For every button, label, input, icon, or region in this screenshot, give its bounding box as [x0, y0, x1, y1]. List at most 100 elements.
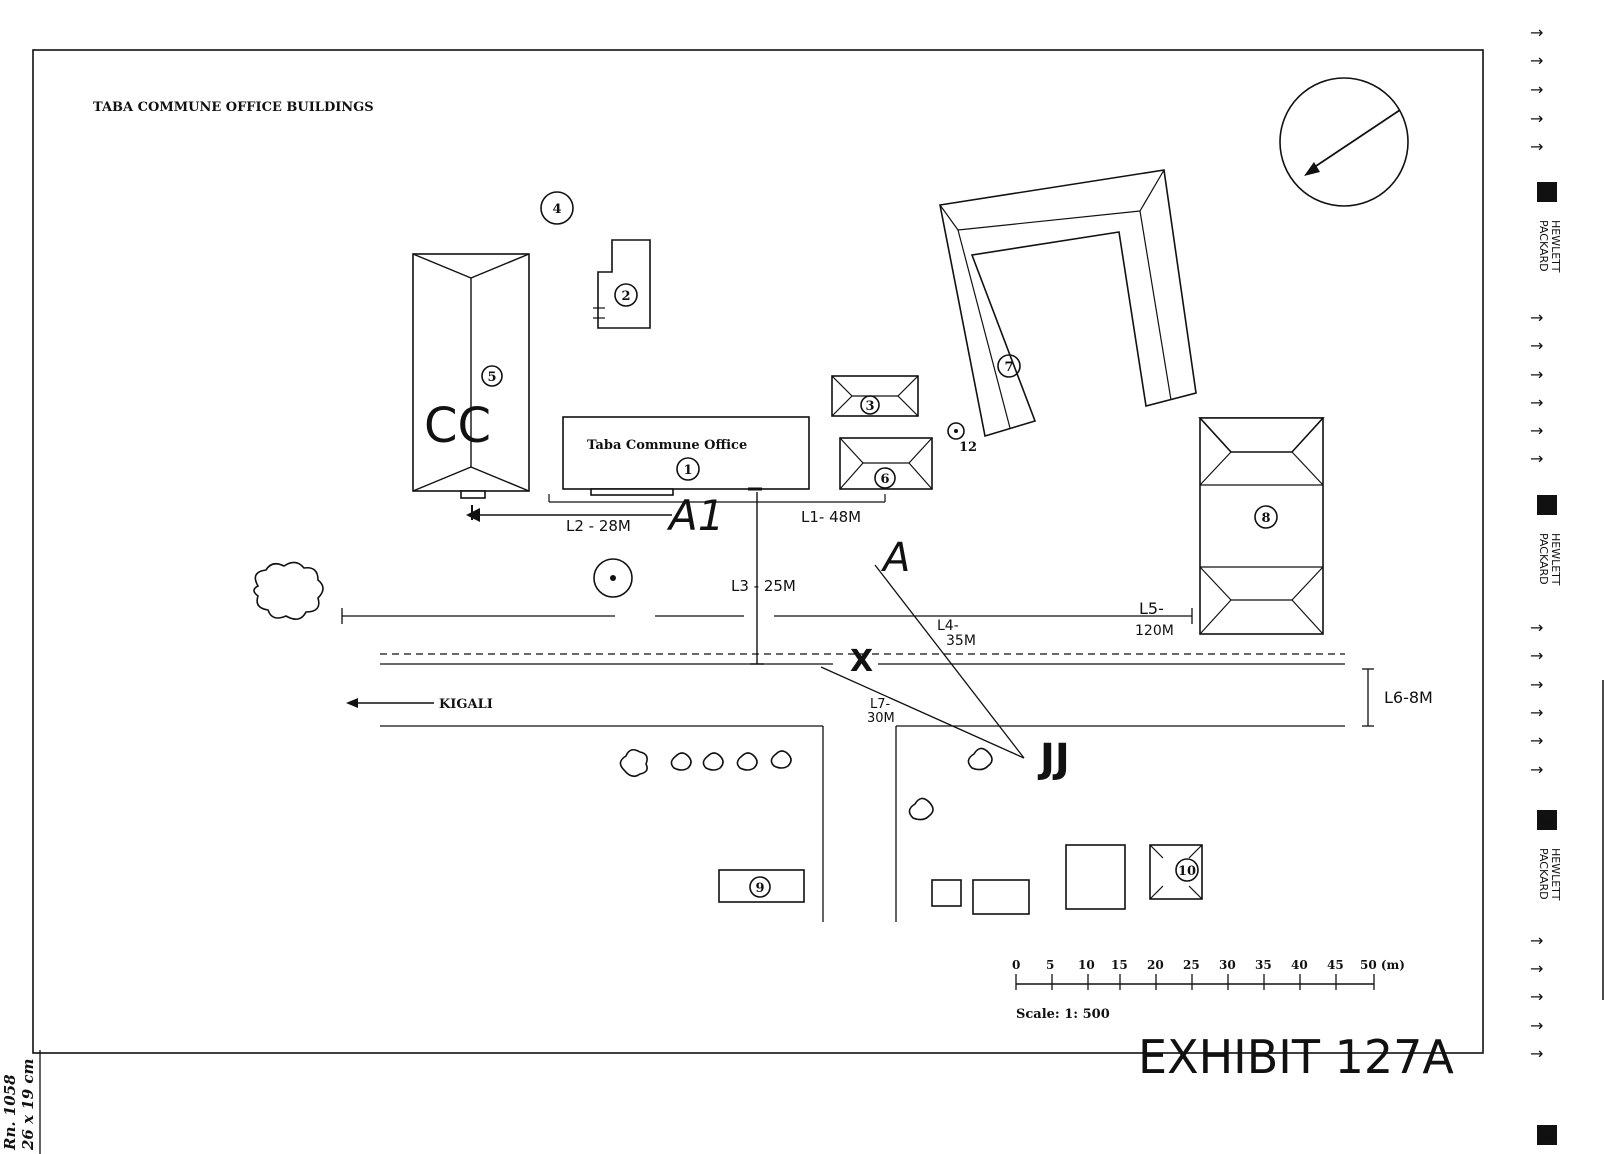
small-building-c: [1065, 844, 1126, 910]
svg-text:PACKARD: PACKARD: [1537, 533, 1550, 585]
svg-text:→: →: [1530, 51, 1543, 70]
hp-logo-icon-1: hp: [1537, 182, 1557, 202]
building-3: 3: [831, 375, 919, 417]
svg-text:→: →: [1530, 703, 1543, 722]
l5-label-a: L5-: [1139, 599, 1164, 618]
svg-text:L3 - 25M: L3 - 25M: [731, 577, 796, 595]
svg-text:35: 35: [1255, 958, 1272, 972]
annotation-jj: JJ: [1037, 736, 1070, 782]
svg-text:→: →: [1530, 449, 1543, 468]
svg-text:25: 25: [1183, 958, 1200, 972]
svg-text:Rn. 1058: Rn. 1058: [1, 1074, 19, 1151]
svg-text:→: →: [1530, 931, 1543, 950]
hp-logo-icon-2: hp: [1537, 495, 1557, 515]
svg-text:5: 5: [487, 370, 496, 385]
building-9: 9: [718, 869, 805, 903]
building-4-marker: 4: [540, 191, 574, 225]
svg-text:→: →: [1530, 137, 1543, 156]
annotation-a1: A1: [666, 491, 724, 540]
svg-text:→: →: [1530, 393, 1543, 412]
line-l7: L7- 30M: [820, 666, 1025, 759]
svg-text:→: →: [1530, 1016, 1543, 1035]
svg-text:L1- 48M: L1- 48M: [801, 508, 861, 526]
building-1-commune-office: Taba Commune Office 1: [562, 416, 810, 496]
line-l6: L6-8M: [1362, 668, 1433, 727]
building-2: 2: [593, 239, 651, 329]
svg-text:1: 1: [683, 463, 692, 478]
svg-text:→: →: [1530, 675, 1543, 694]
svg-text:50 (m): 50 (m): [1360, 958, 1405, 972]
svg-text:3: 3: [865, 399, 874, 414]
svg-text:L7-: L7-: [870, 697, 891, 712]
svg-text:→: →: [1530, 336, 1543, 355]
svg-text:→: →: [1530, 365, 1543, 384]
building-7: 7: [939, 169, 1197, 438]
svg-text:hp: hp: [1540, 1130, 1554, 1143]
margin-note: Rn. 1058 26 x 19 cm: [1, 1059, 37, 1151]
svg-text:20: 20: [1147, 958, 1164, 972]
line-l4: L4- 35M: [874, 564, 1025, 759]
svg-text:30M: 30M: [867, 711, 895, 726]
marker-12: 12: [947, 422, 977, 455]
svg-text:10: 10: [1078, 958, 1095, 972]
svg-text:L2 - 28M: L2 - 28M: [566, 517, 631, 535]
line-l3: L3 - 25M: [731, 492, 796, 665]
svg-text:→: →: [1530, 421, 1543, 440]
scale-bar: 0 5 10 15 20 25 30 35 40 45 50 (m) Scale…: [1012, 958, 1405, 1022]
svg-text:→: →: [1530, 959, 1543, 978]
kigali-direction-arrow: KIGALI: [346, 697, 493, 712]
svg-text:hp: hp: [1540, 815, 1554, 828]
office-label: Taba Commune Office: [587, 438, 747, 453]
map-title: TABA COMMUNE OFFICE BUILDINGS: [93, 100, 374, 115]
svg-text:→: →: [1530, 760, 1543, 779]
small-building-a: [931, 879, 962, 907]
building-10: 10: [1149, 844, 1203, 900]
svg-text:15: 15: [1111, 958, 1128, 972]
svg-text:35M: 35M: [946, 633, 976, 649]
svg-text:HEWLETT: HEWLETT: [1549, 220, 1562, 273]
tree-row: [619, 747, 993, 821]
exhibit-label: EXHIBIT 127A: [1138, 1030, 1454, 1084]
svg-text:→: →: [1530, 646, 1543, 665]
svg-text:26 x 19 cm: 26 x 19 cm: [19, 1059, 37, 1151]
svg-text:40: 40: [1291, 958, 1308, 972]
right-margin-strip: → → → → → hp HEWLETT PACKARD → → → → → →…: [1530, 23, 1604, 1145]
hp-logo-icon-3: hp: [1537, 810, 1557, 830]
svg-text:PACKARD: PACKARD: [1537, 220, 1550, 272]
svg-text:hp: hp: [1540, 500, 1554, 513]
svg-text:6: 6: [880, 472, 889, 487]
small-building-b: [972, 879, 1030, 915]
svg-text:HEWLETT: HEWLETT: [1549, 533, 1562, 586]
line-l2: L2 - 28M: [466, 505, 672, 535]
svg-text:PACKARD: PACKARD: [1537, 848, 1550, 900]
svg-text:5: 5: [1046, 958, 1054, 972]
svg-text:→: →: [1530, 987, 1543, 1006]
svg-text:→: →: [1530, 109, 1543, 128]
svg-text:HEWLETT: HEWLETT: [1549, 848, 1562, 901]
annotation-cc: CC: [424, 398, 491, 454]
svg-text:45: 45: [1327, 958, 1344, 972]
svg-text:→: →: [1530, 80, 1543, 99]
kigali-label: KIGALI: [439, 697, 493, 712]
svg-text:30: 30: [1219, 958, 1236, 972]
svg-text:0: 0: [1012, 958, 1020, 972]
building-6: 6: [839, 437, 933, 490]
building-8: 8: [1198, 417, 1325, 635]
svg-text:7: 7: [1004, 360, 1013, 375]
annotation-x: X: [850, 644, 873, 679]
scale-label: Scale: 1: 500: [1016, 1007, 1110, 1022]
svg-text:→: →: [1530, 731, 1543, 750]
svg-text:12: 12: [959, 440, 977, 455]
svg-text:10: 10: [1178, 864, 1196, 879]
svg-text:4: 4: [552, 202, 561, 217]
svg-text:→: →: [1530, 618, 1543, 637]
hp-logo-icon-4: hp: [1537, 1125, 1557, 1145]
svg-text:2: 2: [621, 289, 630, 304]
svg-text:8: 8: [1261, 511, 1270, 526]
svg-text:L4-: L4-: [937, 618, 959, 634]
svg-text:→: →: [1530, 308, 1543, 327]
svg-text:→: →: [1530, 1044, 1543, 1063]
svg-text:→: →: [1530, 23, 1543, 42]
svg-text:hp: hp: [1540, 187, 1554, 200]
bush-icon: [253, 561, 324, 620]
